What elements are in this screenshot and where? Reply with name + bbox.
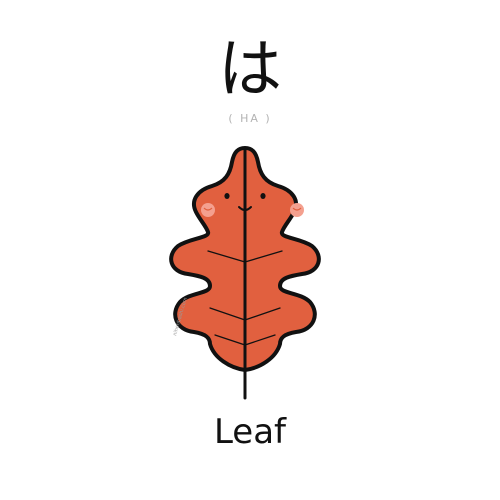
smile-icon — [238, 206, 252, 211]
leaf-veins — [207, 250, 283, 346]
cheek-left-icon — [201, 203, 215, 217]
romaji-reading: ( HA ) — [228, 112, 272, 125]
eye-right-icon — [260, 193, 266, 199]
eye-left-icon — [224, 193, 230, 199]
hiragana-character: は — [218, 33, 282, 107]
english-meaning: Leaf — [213, 412, 287, 452]
cheek-right-icon — [290, 203, 304, 217]
